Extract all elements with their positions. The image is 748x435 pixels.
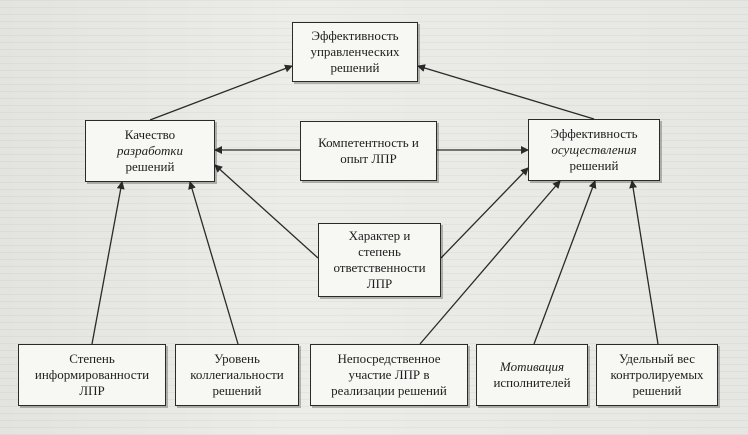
node-text-line: решений [569,158,619,173]
edge-informed-to-quality [91,181,125,345]
edge-quality-to-top [149,64,293,121]
edge-implementation-to-top [417,64,595,120]
node-text-line: Уровень [214,351,260,366]
node-text-line: Эффективность [311,28,399,43]
node-text-line: Мотивация [499,359,565,374]
node-text-line: коллегиальности [190,367,284,382]
node-text-line: Непосредственное [337,351,441,366]
node-text-line: решений [632,383,682,398]
node-text-line: решений [330,60,380,75]
node-text-line: участие ЛПР в [348,367,430,382]
node-text-line: Удельный вес [618,351,695,366]
node-text-line: управленческих [310,44,400,59]
node-text-line: осуществления [551,142,637,157]
edge-participation-to-implementation [419,180,561,345]
node-text-line: ЛПР [79,383,105,398]
edge-control-to-implementation [629,180,659,345]
node-text-line: ЛПР [366,276,393,291]
node-text-line: реализации решений [331,383,447,398]
node-text-line: разработки [117,143,183,158]
edge-collegial-to-quality [188,181,239,345]
node-text-line: Характер и [348,228,411,243]
node-text-line: исполнителей [493,375,571,390]
node-text-line: информированности [34,367,150,382]
node-text-line: Качество [124,127,176,142]
node-text-line: Компетентность и [318,135,419,150]
edge-responsibility-to-implementation [440,167,529,259]
node-text-line: степень [358,244,401,259]
edge-motivation-to-implementation [533,180,597,345]
node-text-line: контролируемых [610,367,704,382]
node-text-line: Степень [69,351,115,366]
node-text-line: Эффективность [550,126,638,141]
node-text-line: ответственности [333,260,426,275]
node-text-line: решений [125,159,175,174]
node-text-line: опыт ЛПР [340,151,397,166]
node-text-line: решений [212,383,262,398]
edge-responsibility-to-quality [214,164,319,259]
